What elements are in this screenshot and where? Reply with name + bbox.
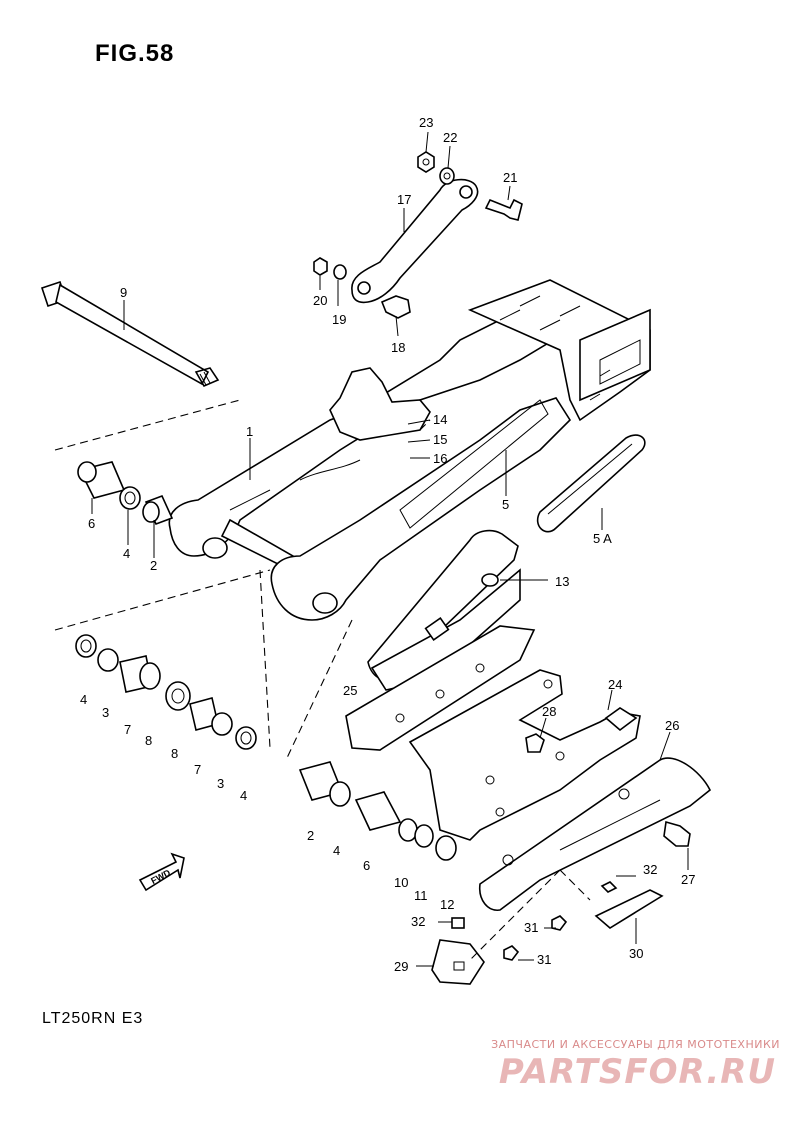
bolt-21 [484,198,523,221]
callout-16: 16 [433,451,447,466]
swingarm-axle [40,280,220,388]
callouts: 23 22 21 17 20 19 18 9 1 14 15 16 5 5 A … [80,115,695,974]
watermark-tagline: ЗАПЧАСТИ И АКСЕССУАРЫ ДЛЯ МОТОТЕХНИКИ [491,1038,780,1051]
callout-4-upper: 4 [123,546,130,561]
guard-plate [478,757,712,911]
callout-20: 20 [313,293,327,308]
callout-4-b: 4 [240,788,247,803]
fasteners-31-32 [451,915,568,961]
callout-15: 15 [433,432,447,447]
callout-27: 27 [681,872,695,887]
callout-2-lower: 2 [307,828,314,843]
nut-20 [313,257,328,276]
watermark-logo: PARTSFOR.RU [498,1052,776,1092]
pivot-parts-left-lower [75,634,257,750]
callout-6-lower: 6 [363,858,370,873]
callout-18: 18 [391,340,405,355]
pivot-parts-left-upper [77,461,174,526]
callout-13: 13 [555,574,569,589]
bolt-27 [663,820,691,847]
torque-link [351,178,479,304]
callout-32-right: 32 [643,862,657,877]
callout-8-b: 8 [171,746,178,761]
callout-28: 28 [542,704,556,719]
nut-23 [417,151,435,173]
callout-10: 10 [394,875,408,890]
callout-32-left: 32 [411,914,425,929]
exploded-guides [54,399,591,961]
washer-19 [333,264,347,280]
callout-6-upper: 6 [88,516,95,531]
pivot-parts-right [298,761,457,861]
skid-plate-30 [594,881,664,929]
callout-4-lower: 4 [333,843,340,858]
callout-4-a: 4 [80,692,87,707]
chain-bracket [408,669,641,841]
bolt-28 [525,733,545,753]
callout-12: 12 [440,897,454,912]
callout-1: 1 [246,424,253,439]
leader-lines [91,131,689,967]
callout-3-b: 3 [217,776,224,791]
callout-26: 26 [665,718,679,733]
callout-23: 23 [419,115,433,130]
callout-5: 5 [502,497,509,512]
callout-25: 25 [343,683,357,698]
callout-9: 9 [120,285,127,300]
callout-3-a: 3 [102,705,109,720]
fwd-arrow-icon [138,852,185,892]
washer-22 [439,167,455,185]
figure-title: FIG.58 [95,40,175,67]
bracket-29 [431,939,485,985]
bolt-18 [380,295,411,319]
swingarm-body [168,279,651,621]
callout-31-lower: 31 [537,952,551,967]
callout-31-upper: 31 [524,920,538,935]
callout-24: 24 [608,677,622,692]
callout-17: 17 [397,192,411,207]
callout-2-upper: 2 [150,558,157,573]
callout-19: 19 [332,312,346,327]
callout-7-b: 7 [194,762,201,777]
callout-11: 11 [414,888,428,903]
callout-14: 14 [433,412,447,427]
callout-7-a: 7 [124,722,131,737]
model-code: LT250RN E3 [42,1010,144,1027]
callout-29: 29 [394,959,408,974]
chain-slider [345,625,536,751]
callout-30: 30 [629,946,643,961]
callout-22: 22 [443,130,457,145]
chain-guard [367,529,521,691]
callout-5a: 5 A [593,531,612,546]
decal-5a [536,434,646,533]
callout-21: 21 [503,170,517,185]
callout-8-a: 8 [145,733,152,748]
